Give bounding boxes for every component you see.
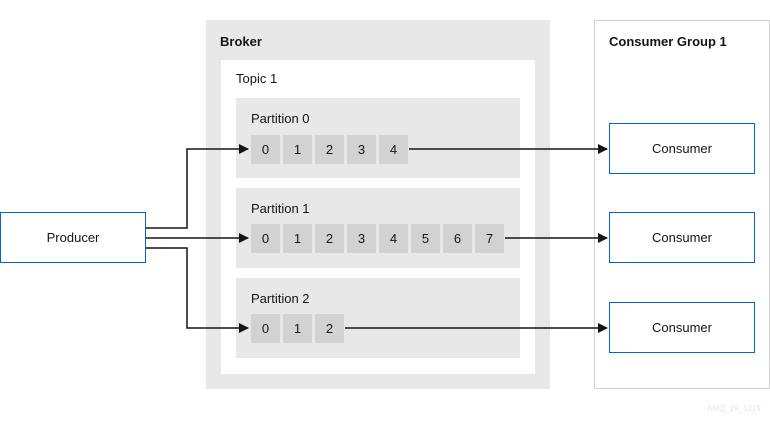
topic-title: Topic 1 [236,71,278,86]
partition-0-offset: 0 [251,135,280,164]
producer-box: Producer [0,212,146,263]
partition-2-offset: 0 [251,314,280,343]
partition-0-offset: 2 [315,135,344,164]
partition-1-offset: 3 [347,224,376,253]
partition-1-offset: 2 [315,224,344,253]
consumer-box: Consumer [609,123,755,174]
partition-0-offset: 1 [283,135,312,164]
partition-1-offset: 0 [251,224,280,253]
partition-0-offset: 3 [347,135,376,164]
partition-1-offset: 7 [475,224,504,253]
partition-1-title: Partition 1 [251,201,310,216]
partition-2-offset: 2 [315,314,344,343]
producer-label: Producer [46,230,100,245]
producer-to-partition-2-arrow [146,247,249,333]
consumer-group-title: Consumer Group 1 [609,34,727,49]
watermark-text: AMQ_29_1219 [707,404,761,413]
partition-2-title: Partition 2 [251,291,310,306]
producer-to-partition-0-arrow [146,144,249,229]
partition-1-offset: 1 [283,224,312,253]
broker-title: Broker [220,34,262,49]
partition-0-title: Partition 0 [251,111,310,126]
consumer-label: Consumer [652,320,712,335]
consumer-box: Consumer [609,302,755,353]
consumer-label: Consumer [652,230,712,245]
partition-1-offset: 4 [379,224,408,253]
consumer-label: Consumer [652,141,712,156]
consumer-box: Consumer [609,212,755,263]
partition-1-offset: 5 [411,224,440,253]
partition-2-offset: 1 [283,314,312,343]
partition-1-offset: 6 [443,224,472,253]
partition-0-offset: 4 [379,135,408,164]
